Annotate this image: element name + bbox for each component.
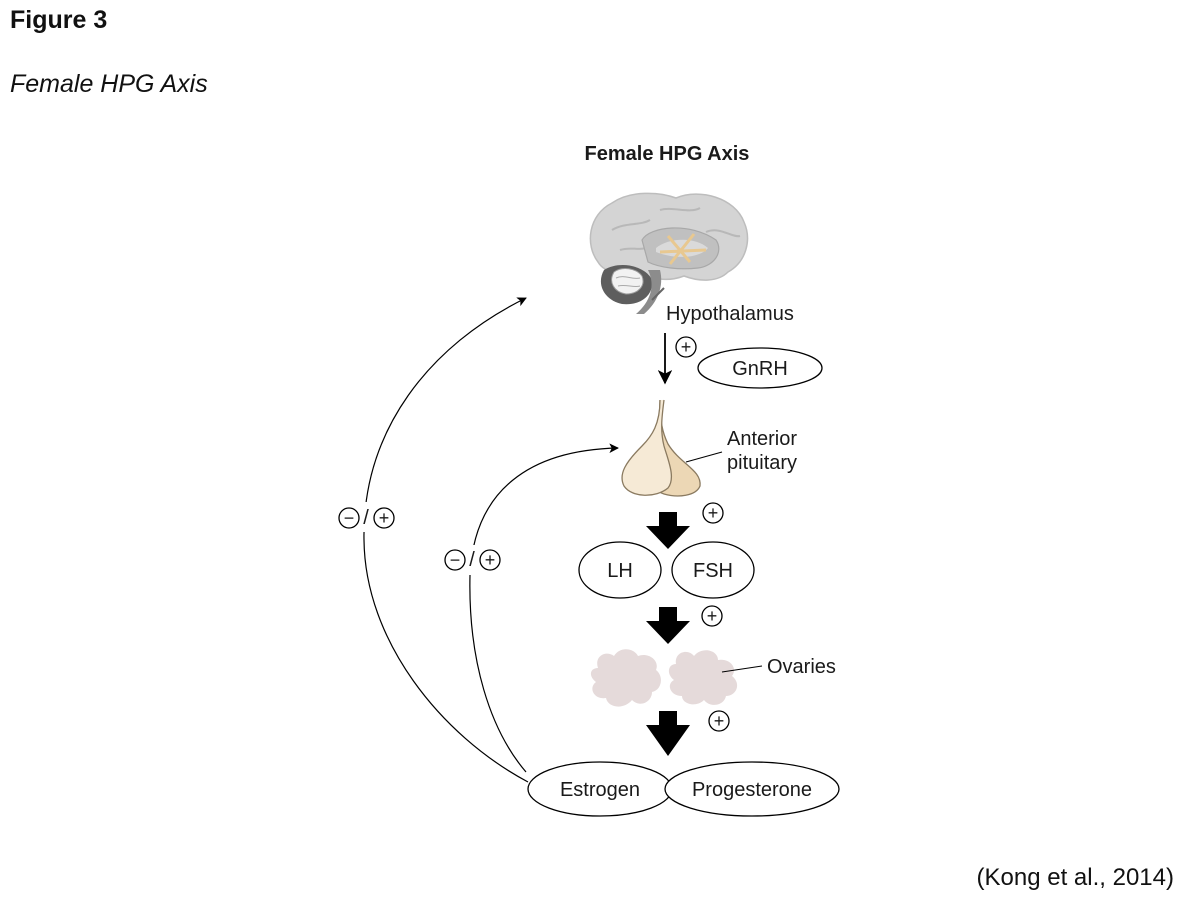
plus-sign-ovaries: + bbox=[708, 710, 730, 732]
lh-oval: LH bbox=[578, 541, 662, 599]
plus-sign-pituitary: + bbox=[702, 502, 724, 524]
inner-feedback-sign: − / + bbox=[444, 549, 501, 571]
svg-text:+: + bbox=[485, 550, 496, 570]
svg-text:+: + bbox=[714, 711, 725, 731]
svg-text:+: + bbox=[707, 606, 718, 626]
big-arrow-gonadotropins-to-ovaries bbox=[646, 607, 690, 644]
diagram-heading: Female HPG Axis bbox=[585, 143, 750, 165]
fsh-oval: FSH bbox=[671, 541, 755, 599]
big-arrow-ovaries-to-steroids bbox=[646, 711, 690, 756]
pituitary-gland-icon bbox=[621, 399, 701, 497]
estrogen-label: Estrogen bbox=[560, 779, 640, 801]
feedback-arrow-to-pituitary bbox=[469, 443, 619, 773]
brain-icon bbox=[589, 192, 749, 314]
progesterone-oval: Progesterone bbox=[664, 761, 840, 817]
feedback-arrow-to-hypothalamus bbox=[363, 297, 529, 783]
svg-text:+: + bbox=[379, 508, 390, 528]
gnrh-oval: GnRH bbox=[697, 347, 823, 389]
svg-text:+: + bbox=[708, 503, 719, 523]
svg-text:−: − bbox=[344, 508, 355, 528]
figure-label: Figure 3 bbox=[10, 6, 108, 34]
svg-text:/: / bbox=[469, 549, 475, 571]
ovaries-leader-line bbox=[721, 665, 763, 673]
citation: (Kong et al., 2014) bbox=[976, 864, 1174, 891]
ovaries-icon bbox=[590, 649, 738, 707]
fsh-label: FSH bbox=[693, 560, 733, 582]
hypothalamus-label: Hypothalamus bbox=[666, 303, 794, 325]
svg-text:−: − bbox=[450, 550, 461, 570]
figure-title: Female HPG Axis bbox=[10, 70, 208, 98]
gnrh-label: GnRH bbox=[732, 358, 788, 380]
plus-sign-gnrh: + bbox=[675, 336, 697, 358]
lh-label: LH bbox=[607, 560, 633, 582]
svg-text:/: / bbox=[363, 507, 369, 529]
svg-text:+: + bbox=[681, 337, 692, 357]
pituitary-label-line2: pituitary bbox=[727, 452, 797, 474]
pituitary-leader-line bbox=[685, 451, 723, 463]
pituitary-label-line1: Anterior bbox=[727, 428, 797, 450]
progesterone-label: Progesterone bbox=[692, 779, 812, 801]
plus-sign-gonadotropins: + bbox=[701, 605, 723, 627]
outer-feedback-sign: − / + bbox=[338, 507, 395, 529]
big-arrow-pituitary-to-gonadotropins bbox=[646, 512, 690, 549]
ovaries-label: Ovaries bbox=[767, 656, 836, 678]
estrogen-oval: Estrogen bbox=[527, 761, 673, 817]
